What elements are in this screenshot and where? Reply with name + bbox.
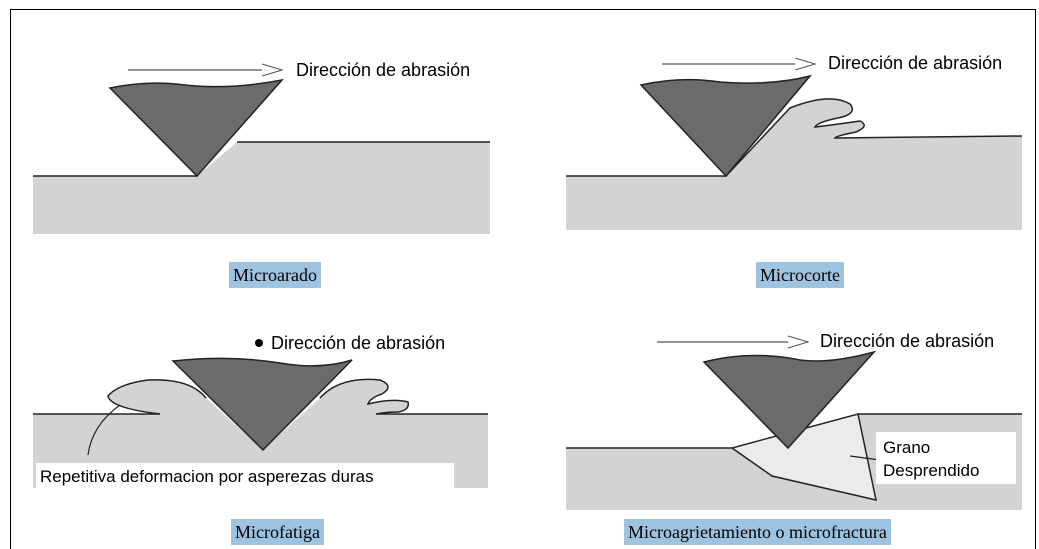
- bullet-dot: [255, 339, 263, 347]
- panel-microcorte: Dirección de abrasión: [566, 53, 1023, 230]
- material-surface-line: [33, 141, 490, 177]
- detached-grain: [730, 413, 877, 501]
- deformation-outline: [33, 378, 488, 415]
- material-block: [33, 379, 488, 488]
- deformation-annotation: Repetitiva deformacion por asperezas dur…: [40, 467, 374, 486]
- panel-microagrietamiento: Dirección de abrasión Grano Desprendido: [566, 331, 1022, 510]
- abrasive-particle: [639, 74, 813, 178]
- material-surface-line: [566, 413, 1022, 449]
- grain-annotation-line1: Grano: [883, 438, 930, 457]
- grain-annotation-line2: Desprendido: [883, 461, 979, 480]
- material-block: [33, 142, 490, 234]
- figure-frame: [10, 9, 1036, 549]
- abrasive-particle: [702, 350, 877, 450]
- caption-microcorte: Microcorte: [756, 262, 844, 288]
- abrasive-particle: [171, 357, 353, 452]
- annotation-leader-line: [87, 404, 121, 456]
- material-block: [566, 98, 1022, 230]
- annotation-background: [876, 432, 1016, 484]
- panel-microfatiga: Dirección de abrasión Repetitiva deforma…: [33, 333, 488, 489]
- panel-microarado: Dirección de abrasión: [33, 60, 490, 234]
- annotation-leader-line: [849, 455, 881, 461]
- abrasive-particle: [108, 78, 285, 178]
- annotation-background: [36, 463, 454, 489]
- direction-label: Dirección de abrasión: [271, 333, 445, 353]
- caption-microagrietamiento: Microagrietamiento o microfractura: [624, 519, 891, 545]
- direction-label: Dirección de abrasión: [820, 331, 994, 351]
- caption-microfatiga: Microfatiga: [231, 519, 324, 545]
- chip-outline: [566, 98, 1023, 177]
- caption-microarado: Microarado: [229, 262, 321, 288]
- direction-label: Dirección de abrasión: [296, 60, 470, 80]
- direction-label: Dirección de abrasión: [828, 53, 1002, 73]
